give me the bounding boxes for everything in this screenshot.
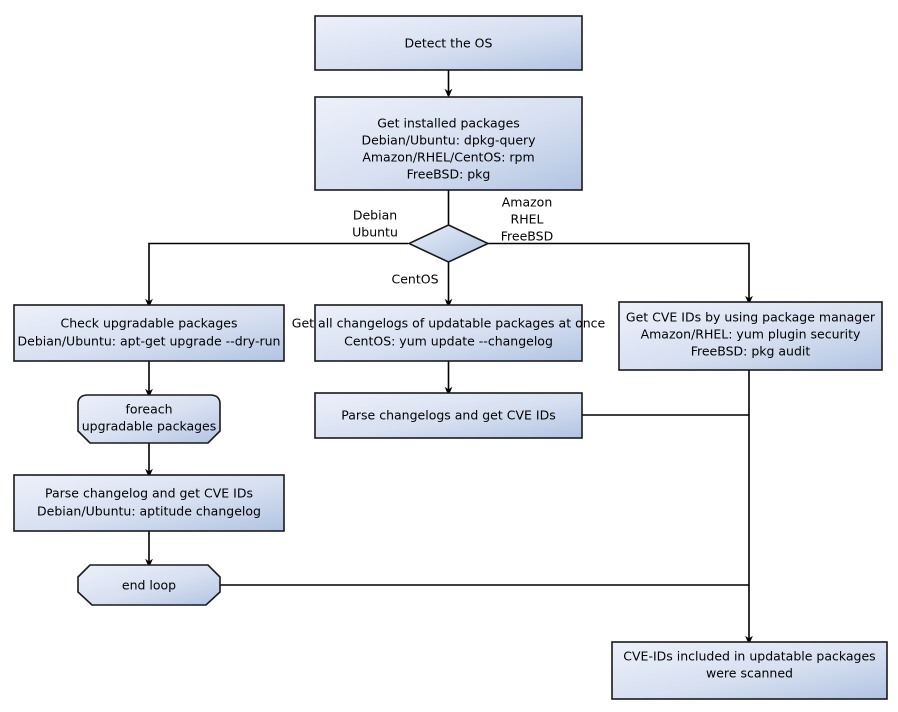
edges-layer bbox=[145, 70, 753, 645]
node-parse-changelogs-cve-ids[interactable]: Parse changelogs and get CVE IDs bbox=[314, 392, 583, 439]
edge-label-centos: CentOS bbox=[391, 272, 438, 287]
edge-label-debian-ubuntu: Debian Ubuntu bbox=[352, 208, 398, 240]
get-cve-ids-label-1: Get CVE IDs by using package manager bbox=[626, 310, 876, 325]
node-end-loop[interactable]: end loop bbox=[77, 564, 221, 606]
parse-changelog-box[interactable] bbox=[13, 474, 285, 532]
foreach-label-2: upgradable packages bbox=[82, 419, 217, 434]
branch-label-debian: Debian bbox=[353, 208, 397, 223]
parse-changelogs-box[interactable] bbox=[314, 392, 583, 439]
node-scan-complete[interactable]: CVE-IDs included in updatable packages w… bbox=[611, 641, 888, 700]
scan-complete-label-1: CVE-IDs included in updatable packages bbox=[623, 649, 875, 664]
edge-decision-to-get-cve-ids bbox=[488, 242, 753, 305]
check-upgradable-packages-label-1: Check upgradable packages bbox=[61, 316, 238, 331]
node-parse-changelog-cve-ids[interactable]: Parse changelog and get CVE IDs Debian/U… bbox=[13, 474, 285, 532]
get-installed-packages-box[interactable] bbox=[314, 96, 583, 191]
branch-label-ubuntu: Ubuntu bbox=[352, 225, 398, 240]
scan-complete-label-2: were scanned bbox=[706, 666, 793, 681]
check-upgradable-packages-box[interactable] bbox=[13, 304, 285, 362]
branch-label-amazon: Amazon bbox=[502, 195, 553, 210]
edge-label-amazon-rhel-freebsd: Amazon RHEL FreeBSD bbox=[501, 195, 553, 244]
edge-decision-to-check-upgradable bbox=[145, 242, 408, 308]
node-os-decision[interactable] bbox=[407, 224, 490, 263]
branch-label-rhel: RHEL bbox=[511, 212, 544, 227]
end-loop-shape[interactable] bbox=[77, 564, 221, 606]
get-cve-ids-label-2: Amazon/RHEL: yum plugin security bbox=[641, 327, 861, 342]
end-loop-label-1: end loop bbox=[122, 578, 176, 593]
node-detect-os[interactable]: Detect the OS bbox=[314, 15, 583, 71]
foreach-label-1: foreach bbox=[125, 402, 172, 417]
get-cve-ids-package-manager-box[interactable] bbox=[618, 301, 883, 371]
check-upgradable-packages-label-2: Debian/Ubuntu: apt-get upgrade --dry-run bbox=[18, 334, 281, 349]
parse-changelogs-label-1: Parse changelogs and get CVE IDs bbox=[341, 408, 555, 423]
scan-complete-box[interactable] bbox=[611, 641, 888, 700]
get-installed-packages-label-1: Get installed packages bbox=[377, 116, 520, 131]
branch-label-freebsd: FreeBSD bbox=[501, 229, 553, 244]
get-installed-packages-label-2: Debian/Ubuntu: dpkg-query bbox=[361, 133, 536, 148]
detect-os-label-1: Detect the OS bbox=[405, 36, 493, 51]
parse-changelog-label-2: Debian/Ubuntu: aptitude changelog bbox=[37, 504, 261, 519]
get-all-changelogs-label-2: CentOS: yum update --changelog bbox=[344, 334, 553, 349]
detect-os-box[interactable] bbox=[314, 15, 583, 71]
parse-changelog-label-1: Parse changelog and get CVE IDs bbox=[45, 486, 253, 501]
get-all-changelogs-box[interactable] bbox=[314, 304, 583, 362]
foreach-loop-shape[interactable] bbox=[77, 394, 221, 444]
get-cve-ids-label-3: FreeBSD: pkg audit bbox=[691, 344, 811, 359]
node-get-installed-packages[interactable]: Get installed packages Debian/Ubuntu: dp… bbox=[314, 96, 583, 191]
node-get-cve-ids-package-manager[interactable]: Get CVE IDs by using package manager Ama… bbox=[618, 301, 883, 371]
os-decision-diamond[interactable] bbox=[407, 224, 490, 263]
branch-label-centos: CentOS bbox=[391, 272, 438, 287]
node-check-upgradable-packages[interactable]: Check upgradable packages Debian/Ubuntu:… bbox=[13, 304, 285, 362]
node-foreach-upgradable-packages[interactable]: foreach upgradable packages bbox=[77, 394, 221, 444]
get-installed-packages-label-3: Amazon/RHEL/CentOS: rpm bbox=[362, 150, 534, 165]
get-installed-packages-label-4: FreeBSD: pkg bbox=[407, 167, 491, 182]
get-all-changelogs-label-1: Get all changelogs of updatable packages… bbox=[292, 316, 606, 331]
node-get-all-changelogs[interactable]: Get all changelogs of updatable packages… bbox=[292, 304, 606, 362]
